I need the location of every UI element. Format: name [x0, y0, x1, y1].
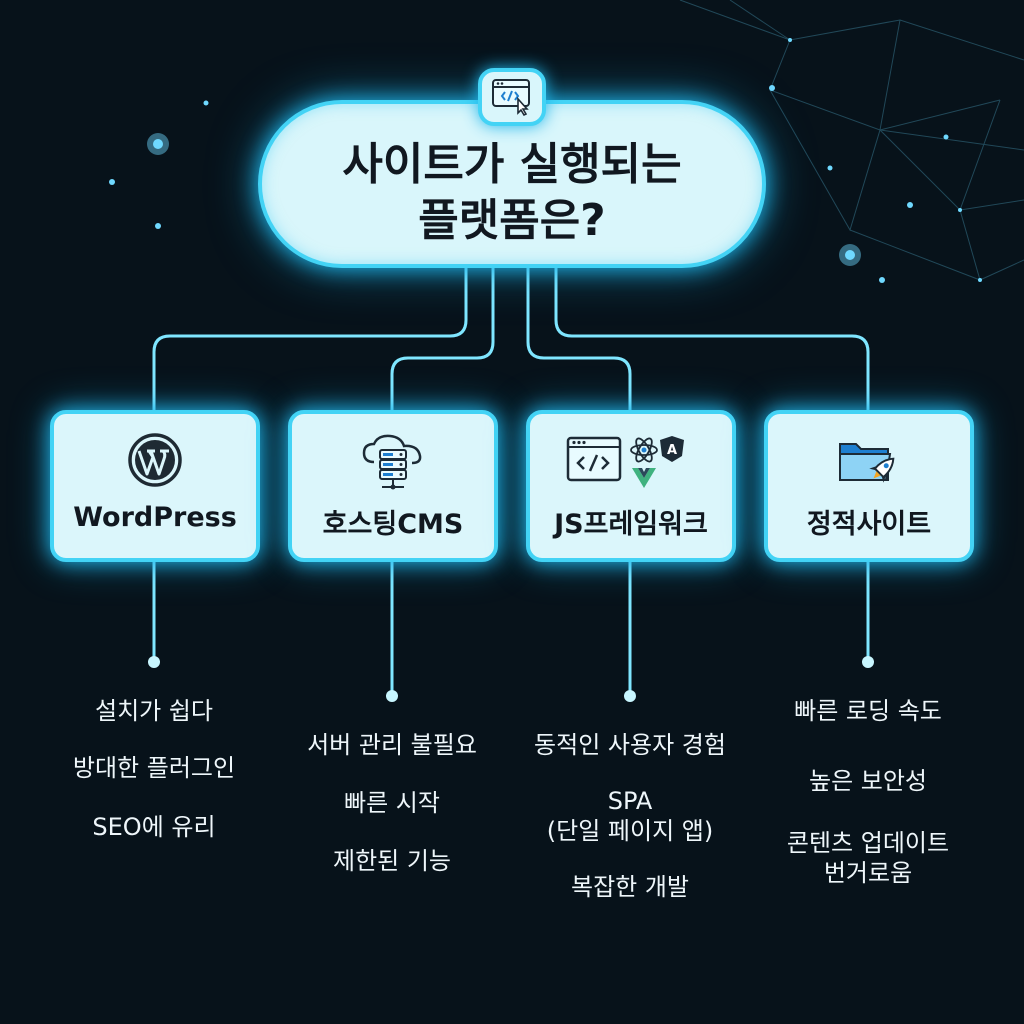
feature-text: 서버 관리 불필요	[307, 731, 477, 759]
feature-text: 동적인 사용자 경험	[534, 731, 726, 759]
wordpress-icon	[128, 433, 182, 487]
platform-card-static-site: 정적사이트	[764, 410, 974, 562]
feature-text: SPA (단일 페이지 앱)	[546, 787, 714, 845]
platform-label-static-site: 정적사이트	[806, 509, 932, 540]
feature-text: SEO에 유리	[92, 813, 216, 841]
feature-text: 설치가 쉽다	[94, 697, 214, 725]
root-title: 사이트가 실행되는 플랫폼은?	[342, 139, 682, 246]
folder-rocket-icon	[839, 443, 895, 483]
cloud-server-icon	[362, 434, 422, 490]
feature-text: 복잡한 개발	[570, 873, 690, 901]
feature-text: 콘텐츠 업데이트 번거로움	[786, 829, 950, 887]
code-window-pointer-icon	[492, 79, 530, 117]
feature-text: 빠른 시작	[344, 789, 440, 817]
platform-label-wordpress: WordPress	[73, 502, 237, 533]
platform-label-hosted-cms: 호스팅CMS	[322, 509, 464, 540]
feature-text: 제한된 기능	[332, 847, 452, 875]
platform-card-js-framework: A JS프레임워크	[526, 410, 736, 562]
root-node: 사이트가 실행되는 플랫폼은?	[258, 100, 766, 268]
platform-card-hosted-cms: 호스팅CMS	[288, 410, 498, 562]
root-icon-badge	[478, 68, 546, 126]
feature-text: 빠른 로딩 속도	[794, 697, 942, 725]
platform-label-js-framework: JS프레임워크	[554, 509, 708, 540]
platform-card-wordpress: WordPress	[50, 410, 260, 562]
svg-text:A: A	[667, 443, 677, 458]
code-framework-icons: A	[566, 436, 684, 488]
feature-text: 높은 보안성	[808, 767, 928, 795]
feature-text: 방대한 플러그인	[72, 754, 236, 782]
